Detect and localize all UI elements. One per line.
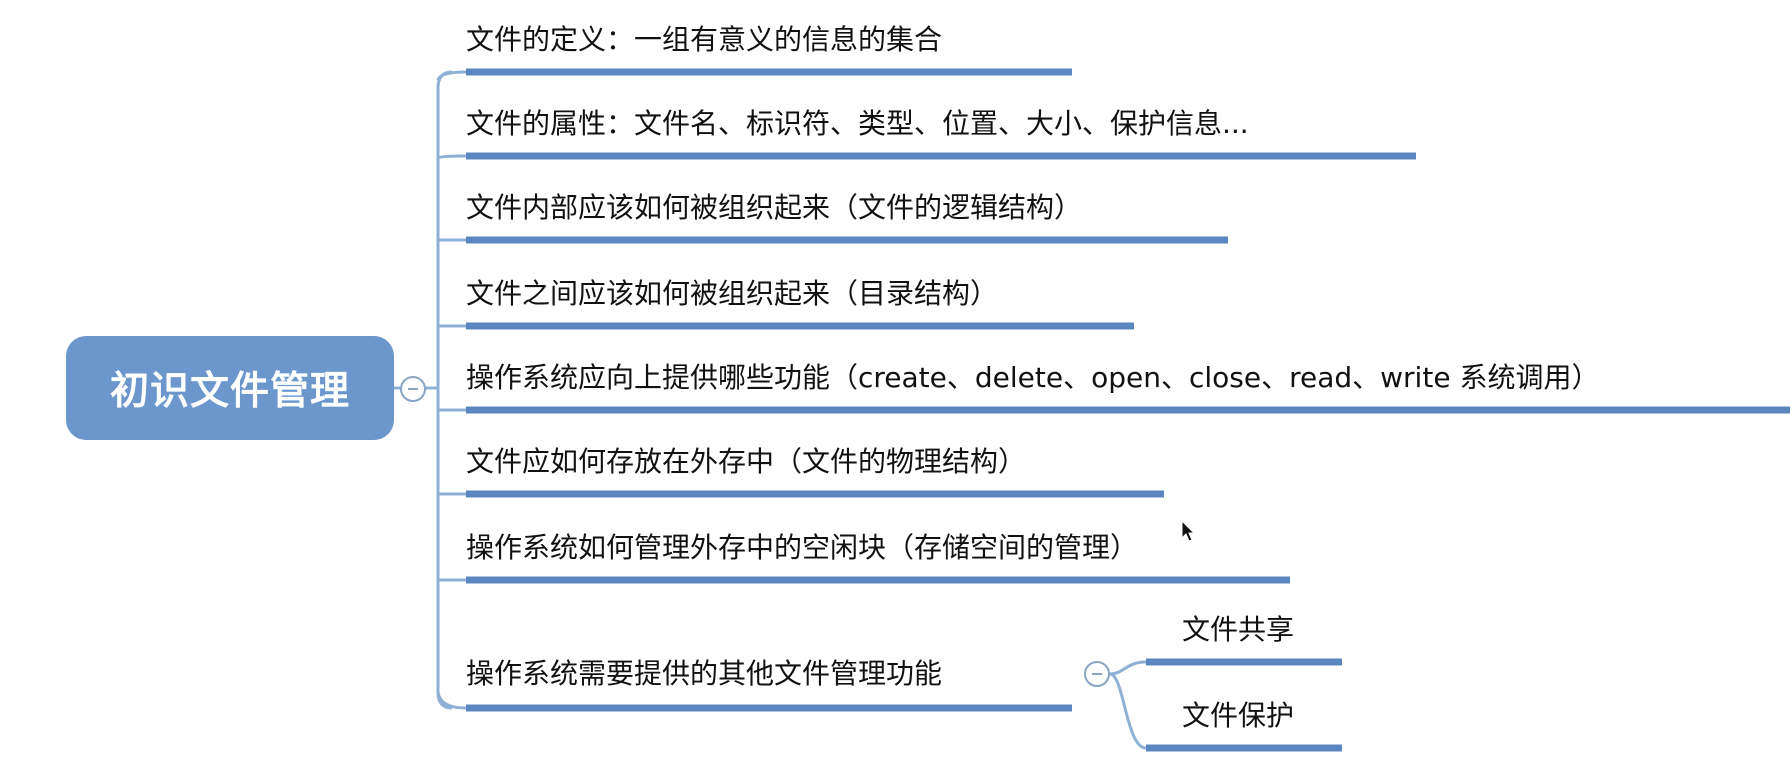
branch-label: 操作系统需要提供的其他文件管理功能 — [466, 657, 943, 690]
branch-node-6[interactable]: 文件应如何存放在外存中（文件的物理结构） — [466, 440, 1026, 484]
subbranch-node-1[interactable]: 文件共享 — [1182, 608, 1294, 652]
mouse-cursor-icon — [1181, 520, 1195, 542]
branch-node-3[interactable]: 文件内部应该如何被组织起来（文件的逻辑结构） — [466, 186, 1082, 230]
branch-spine-line — [436, 70, 453, 710]
branch-label: 操作系统应向上提供哪些功能（create、delete、open、close、r… — [466, 361, 1600, 394]
branch-node-4[interactable]: 文件之间应该如何被组织起来（目录结构） — [466, 272, 998, 316]
branch-connector-2 — [436, 154, 467, 160]
subbranch-curve-1 — [1109, 660, 1147, 676]
subbranch-label: 文件保护 — [1182, 699, 1295, 732]
branch-node-2[interactable]: 文件的属性：文件名、标识符、类型、位置、大小、保护信息... — [466, 102, 1249, 146]
root-collapse-button[interactable] — [400, 376, 426, 402]
root-node[interactable]: 初识文件管理 — [66, 336, 394, 440]
branch-node-1[interactable]: 文件的定义：一组有意义的信息的集合 — [466, 18, 942, 62]
subbranch-collapse-button[interactable] — [1084, 661, 1110, 687]
branch-label: 文件的属性：文件名、标识符、类型、位置、大小、保护信息... — [466, 107, 1249, 140]
subbranch-curve-2 — [1109, 672, 1147, 750]
branch-node-7[interactable]: 操作系统如何管理外存中的空闲块（存储空间的管理） — [466, 526, 1138, 570]
branch-node-5[interactable]: 操作系统应向上提供哪些功能（create、delete、open、close、r… — [466, 356, 1599, 400]
subbranch-label: 文件共享 — [1182, 613, 1295, 646]
branch-label: 文件内部应该如何被组织起来（文件的逻辑结构） — [466, 191, 1083, 224]
root-node-label: 初识文件管理 — [109, 369, 350, 414]
branch-label: 文件之间应该如何被组织起来（目录结构） — [466, 277, 999, 310]
branch-node-8[interactable]: 操作系统需要提供的其他文件管理功能 — [466, 652, 942, 696]
branch-label: 文件的定义：一组有意义的信息的集合 — [466, 23, 943, 56]
branch-label: 操作系统如何管理外存中的空闲块（存储空间的管理） — [466, 531, 1139, 564]
branch-label: 文件应如何存放在外存中（文件的物理结构） — [466, 445, 1027, 478]
subbranch-node-2[interactable]: 文件保护 — [1182, 694, 1294, 738]
branch-connector-8 — [436, 691, 467, 710]
branch-connector-1 — [436, 70, 467, 81]
